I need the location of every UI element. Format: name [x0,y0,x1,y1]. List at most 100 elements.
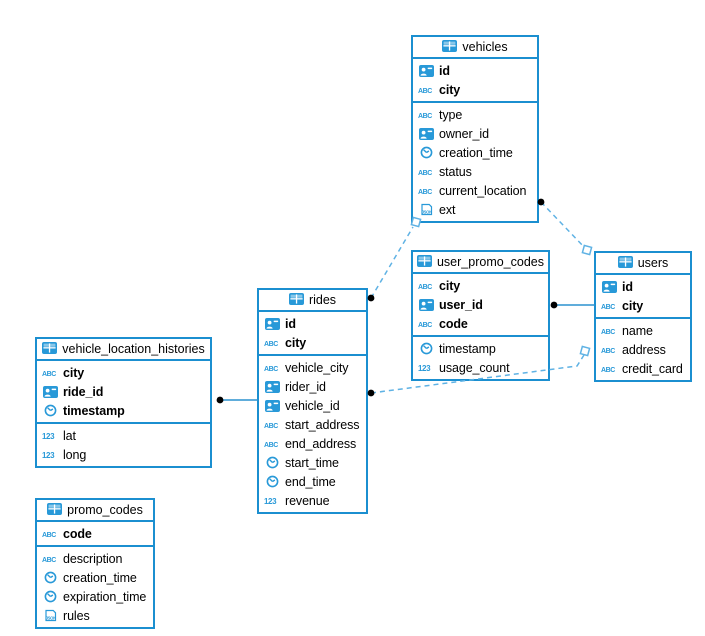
field-label: address [622,342,666,357]
number-icon: 123 [41,431,59,441]
svg-text:ABC: ABC [42,557,56,564]
field-row-ride_id[interactable]: ride_id [37,382,210,401]
field-row-start_time[interactable]: start_time [259,453,366,472]
field-row-rider_id[interactable]: rider_id [259,377,366,396]
field-label: end_time [285,474,336,489]
text-icon: ABC [600,364,618,374]
table-header[interactable]: vehicle_location_histories [37,339,210,361]
svg-text:ABC: ABC [601,367,615,374]
svg-text:ABC: ABC [42,371,56,378]
field-label: status [439,164,472,179]
time-icon [41,590,59,603]
time-icon [417,146,435,159]
field-row-timestamp[interactable]: timestamp [413,339,548,358]
text-icon: ABC [600,301,618,311]
relation-dot-endpoint [367,294,375,302]
table-header[interactable]: vehicles [413,37,537,59]
table-header[interactable]: users [596,253,690,275]
svg-text:ABC: ABC [601,348,615,355]
svg-text:ABC: ABC [418,284,432,291]
svg-text:123: 123 [418,364,431,373]
table-icon [617,255,633,271]
text-icon: ABC [600,326,618,336]
field-label: city [439,278,461,293]
table-header[interactable]: user_promo_codes [413,252,548,274]
field-row-city[interactable]: ABC city [413,276,548,295]
uuid-icon [417,127,435,140]
text-icon: ABC [417,319,435,329]
field-row-vehicle_id[interactable]: vehicle_id [259,396,366,415]
table-header[interactable]: rides [259,290,366,312]
field-label: ride_id [63,384,104,399]
field-row-address[interactable]: ABC address [596,340,690,359]
text-icon: ABC [417,186,435,196]
field-label: timestamp [439,341,496,356]
text-icon: ABC [263,338,281,348]
field-row-creation_time[interactable]: creation_time [37,568,153,587]
field-label: credit_card [622,361,683,376]
field-row-owner_id[interactable]: owner_id [413,124,537,143]
field-row-id[interactable]: id [413,61,537,80]
field-label: type [439,107,463,122]
table-header[interactable]: promo_codes [37,500,153,522]
field-label: id [622,279,633,294]
table-icon [442,39,458,55]
field-row-id[interactable]: id [596,277,690,296]
table-title: vehicles [462,40,508,54]
field-row-id[interactable]: id [259,314,366,333]
uuid-icon [417,64,435,77]
json-icon: JSON [41,609,59,622]
relation-vehicles-users [540,201,585,248]
field-label: id [439,63,450,78]
field-label: revenue [285,493,330,508]
field-row-timestamp[interactable]: timestamp [37,401,210,420]
uuid-icon [263,317,281,330]
field-row-expiration_time[interactable]: expiration_time [37,587,153,606]
field-label: ext [439,202,456,217]
field-row-ext[interactable]: JSON ext [413,200,537,219]
field-label: owner_id [439,126,489,141]
field-row-creation_time[interactable]: creation_time [413,143,537,162]
field-row-credit_card[interactable]: ABC credit_card [596,359,690,378]
svg-text:ABC: ABC [418,189,432,196]
field-row-end_time[interactable]: end_time [259,472,366,491]
table-title: user_promo_codes [436,255,544,269]
uuid-icon [41,385,59,398]
json-icon: JSON [417,203,435,216]
svg-text:JSON: JSON [45,616,55,621]
field-label: id [285,316,296,331]
field-row-user_id[interactable]: user_id [413,295,548,314]
